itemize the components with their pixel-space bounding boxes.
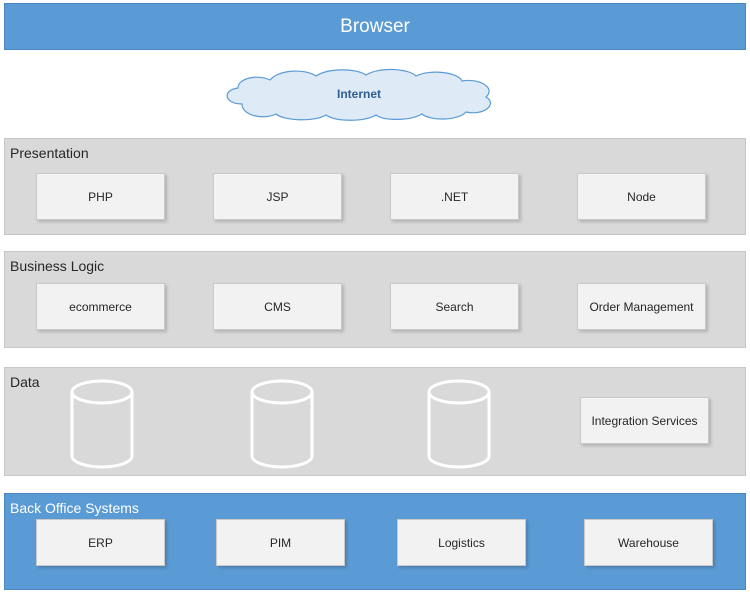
data-layer-title: Data bbox=[10, 374, 40, 390]
internet-cloud: Internet bbox=[218, 66, 500, 122]
logistics-box: Logistics bbox=[397, 519, 526, 566]
browser-title: Browser bbox=[340, 15, 410, 37]
erp-box: ERP bbox=[36, 519, 165, 566]
jsp-box: JSP bbox=[213, 173, 342, 220]
php-box: PHP bbox=[36, 173, 165, 220]
presentation-layer-title: Presentation bbox=[10, 145, 89, 161]
browser-layer: Browser bbox=[4, 3, 746, 50]
integration-services-box: Integration Services bbox=[580, 397, 709, 444]
database-icon bbox=[69, 378, 135, 470]
database-icon bbox=[249, 378, 315, 470]
dotnet-box: .NET bbox=[390, 173, 519, 220]
database-icon bbox=[426, 378, 492, 470]
search-box: Search bbox=[390, 283, 519, 330]
cloud-icon bbox=[226, 68, 492, 121]
ecommerce-box: ecommerce bbox=[36, 283, 165, 330]
warehouse-box: Warehouse bbox=[584, 519, 713, 566]
cms-box: CMS bbox=[213, 283, 342, 330]
pim-box: PIM bbox=[216, 519, 345, 566]
business-logic-layer-title: Business Logic bbox=[10, 258, 105, 274]
internet-label: Internet bbox=[336, 87, 381, 101]
node-box: Node bbox=[577, 173, 706, 220]
order-management-box: Order Management bbox=[577, 283, 706, 330]
back-office-layer-title: Back Office Systems bbox=[10, 500, 139, 516]
